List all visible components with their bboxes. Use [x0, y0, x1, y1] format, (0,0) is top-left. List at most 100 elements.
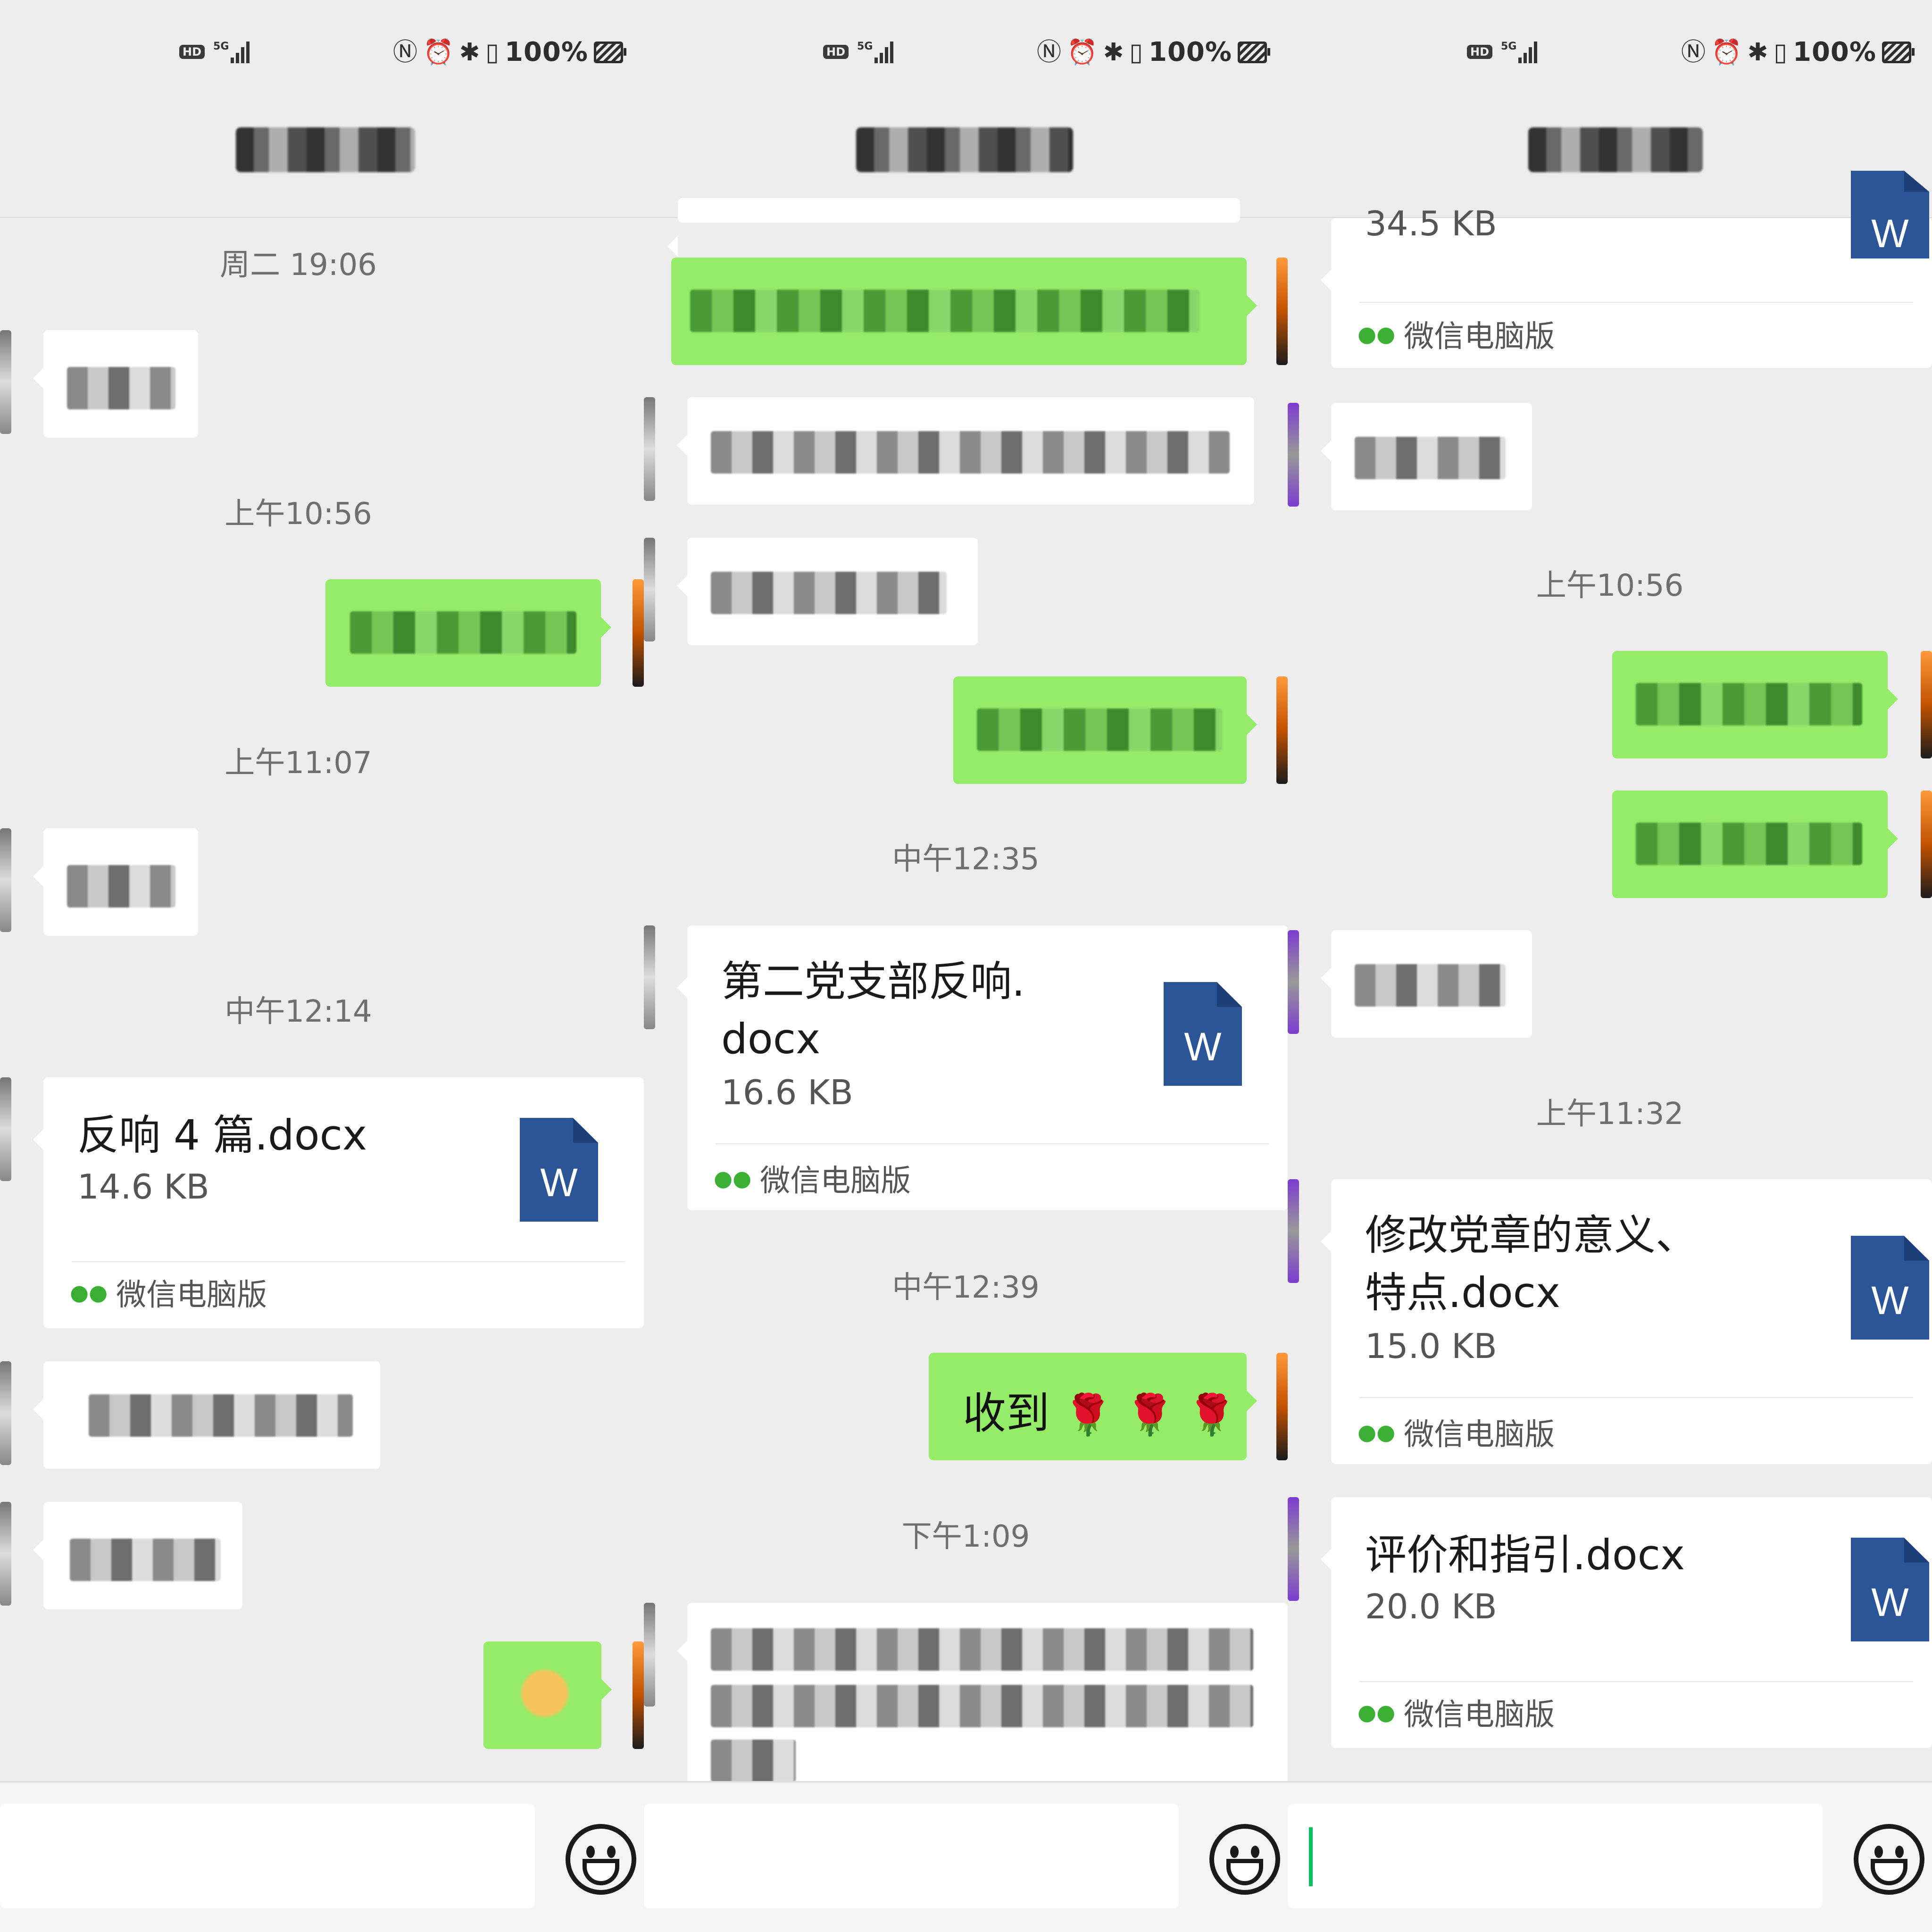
message-bubble-received[interactable] — [33, 1361, 380, 1469]
message-bubble-sent[interactable] — [953, 676, 1257, 784]
redacted-text — [67, 367, 175, 409]
file-message-card-partial[interactable]: 34.5 KB W ●● 微信电脑版 — [1321, 171, 1932, 368]
my-avatar[interactable] — [633, 1641, 644, 1749]
bluetooth-icon: ✱ — [1103, 38, 1124, 67]
message-input[interactable] — [0, 1804, 535, 1908]
contact-avatar[interactable] — [644, 397, 655, 501]
my-avatar[interactable] — [1276, 676, 1288, 784]
battery-icon — [1238, 41, 1270, 63]
file-message-card[interactable]: 修改党章的意义、 特点.docx 15.0 KB W ●● 微信电脑版 — [1321, 1179, 1932, 1464]
message-bubble-sent[interactable]: 收到 🌹 🌹 🌹 — [929, 1353, 1257, 1460]
file-name: 反响 4 篇.docx — [77, 1111, 367, 1159]
source-label: 微信电脑版 — [1404, 319, 1555, 354]
message-bubble-received[interactable] — [1321, 930, 1532, 1038]
source-label: 微信电脑版 — [116, 1278, 267, 1313]
chat-title-redacted — [236, 127, 415, 172]
hd-badge: HD — [179, 45, 205, 59]
message-bubble-received[interactable] — [1321, 403, 1532, 510]
card-divider — [1359, 1681, 1913, 1682]
status-right: Ⓝ ⏰ ✱ ▯ 100% — [1681, 37, 1915, 67]
chat-panel-2: HD 5G Ⓝ ⏰ ✱ ▯ 100% 中午12:35 — [644, 0, 1288, 1932]
contact-avatar[interactable] — [0, 1077, 11, 1181]
hd-badge: HD — [823, 45, 849, 59]
chat-title-bar — [1288, 108, 1932, 172]
message-bubble-received[interactable] — [33, 330, 198, 438]
word-file-icon: W — [1851, 171, 1929, 258]
wechat-icon: ●● — [1357, 1419, 1396, 1445]
message-input[interactable] — [1288, 1804, 1823, 1908]
nfc-icon: Ⓝ — [393, 38, 418, 67]
status-bar: HD 5G Ⓝ ⏰ ✱ ▯ 100% — [0, 37, 644, 70]
my-avatar[interactable] — [1276, 258, 1288, 365]
contact-avatar[interactable] — [1288, 1179, 1299, 1283]
message-bubble-sent[interactable] — [483, 1641, 612, 1749]
emoji-button[interactable] — [1209, 1824, 1280, 1895]
battery-percent: 100% — [1148, 37, 1232, 67]
file-name-line2: docx — [721, 1015, 821, 1063]
message-input[interactable] — [644, 1804, 1179, 1908]
source-label: 微信电脑版 — [1404, 1417, 1555, 1452]
word-file-icon: W — [520, 1118, 598, 1222]
input-bar — [0, 1781, 644, 1932]
my-avatar[interactable] — [1921, 651, 1932, 758]
my-avatar[interactable] — [1921, 791, 1932, 898]
contact-avatar[interactable] — [1288, 403, 1299, 507]
wechat-icon: ●● — [1357, 1699, 1396, 1725]
chat-panel-1: HD 5G Ⓝ ⏰ ✱ ▯ 100% 周二 19:06 上午10:56 上午11… — [0, 0, 644, 1932]
network-type: 5G — [857, 41, 873, 52]
chat-title-redacted — [856, 127, 1073, 172]
status-left: HD 5G — [823, 41, 894, 63]
emoji-button[interactable] — [566, 1824, 636, 1895]
redacted-text — [977, 708, 1222, 751]
message-bubble-received[interactable] — [33, 828, 198, 936]
emoji-eye — [1874, 1846, 1883, 1858]
emoji-eye — [1251, 1846, 1259, 1858]
message-bubble-received[interactable] — [33, 1502, 242, 1609]
nfc-icon: Ⓝ — [1681, 38, 1706, 67]
message-bubble-received[interactable] — [677, 397, 1254, 505]
message-bubble-sent[interactable] — [1612, 651, 1898, 758]
emoji-mouth — [583, 1859, 619, 1885]
contact-avatar[interactable] — [0, 828, 11, 932]
status-left: HD 5G — [1467, 41, 1538, 63]
contact-avatar[interactable] — [0, 1502, 11, 1606]
message-bubble-received[interactable] — [677, 1603, 1288, 1791]
alarm-icon: ⏰ — [1067, 38, 1098, 67]
file-message-card[interactable]: 反响 4 篇.docx 14.6 KB W ●● 微信电脑版 — [33, 1077, 644, 1328]
header-divider — [0, 217, 644, 218]
message-bubble-sent[interactable] — [1612, 791, 1898, 898]
contact-avatar[interactable] — [1288, 930, 1299, 1034]
network-type: 5G — [1501, 41, 1517, 52]
redacted-text — [711, 431, 1230, 474]
card-divider — [1359, 1397, 1913, 1398]
timestamp: 中午12:35 — [892, 842, 1040, 877]
my-avatar[interactable] — [1276, 1353, 1288, 1460]
redacted-text — [711, 572, 947, 614]
redacted-text — [89, 1394, 353, 1437]
message-bubble-sent[interactable] — [671, 258, 1257, 365]
contact-avatar[interactable] — [0, 1361, 11, 1465]
my-avatar[interactable] — [633, 579, 644, 687]
message-bubble-received[interactable] — [667, 198, 1240, 257]
battery-percent: 100% — [504, 37, 588, 67]
timestamp: 上午11:32 — [1536, 1097, 1684, 1132]
emoji-button[interactable] — [1854, 1824, 1924, 1895]
message-bubble-sent[interactable] — [325, 579, 611, 687]
file-message-card[interactable]: 评价和指引.docx 20.0 KB W ●● 微信电脑版 — [1321, 1497, 1932, 1748]
contact-avatar[interactable] — [0, 330, 11, 434]
emoji-sticker — [521, 1670, 568, 1717]
redacted-text — [67, 865, 175, 908]
battery-icon — [594, 41, 626, 63]
text-cursor — [1309, 1827, 1313, 1886]
timestamp: 上午10:56 — [225, 497, 372, 532]
contact-avatar[interactable] — [644, 538, 655, 641]
file-message-card[interactable]: 第二党支部反响. docx 16.6 KB W ●● 微信电脑版 — [677, 925, 1288, 1210]
emoji-eye — [607, 1846, 616, 1858]
timestamp: 周二 19:06 — [220, 248, 377, 283]
emoji-eye — [1230, 1846, 1239, 1858]
contact-avatar[interactable] — [644, 925, 655, 1029]
message-bubble-received[interactable] — [677, 538, 978, 645]
contact-avatar[interactable] — [644, 1603, 655, 1707]
file-size: 16.6 KB — [721, 1073, 853, 1112]
contact-avatar[interactable] — [1288, 1497, 1299, 1601]
